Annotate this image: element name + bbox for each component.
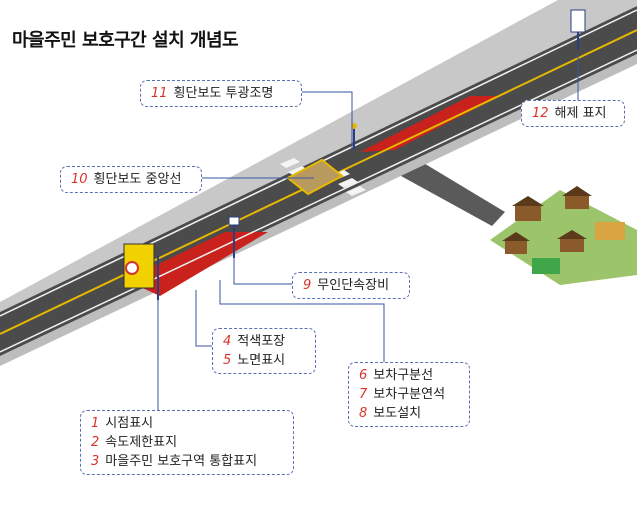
callout-start-signs: 1 시점표시 2 속도제한표지 3 마을주민 보호구역 통합표지 — [80, 410, 294, 475]
callout-label: 보도설치 — [373, 406, 422, 421]
callout-label: 횡단보도 투광조명 — [173, 86, 274, 101]
callout-label: 보차구분선 — [373, 368, 434, 383]
callout-sidewalk-separation: 6 보차구분선 7 보차구분연석 8 보도설치 — [348, 362, 470, 427]
callout-label: 노면표시 — [237, 353, 286, 368]
callout-number: 5 — [223, 353, 232, 368]
speed-camera — [228, 216, 240, 226]
callout-number: 12 — [532, 106, 549, 121]
callout-number: 1 — [91, 416, 100, 431]
callout-number: 9 — [303, 278, 312, 293]
red-pavement-upper — [360, 96, 500, 152]
edge-line-bottom — [0, 49, 637, 353]
end-sign — [570, 9, 586, 33]
callout-end-sign: 12 해제 표지 — [521, 100, 625, 127]
callout-number: 6 — [359, 368, 368, 383]
callout-label: 해제 표지 — [554, 106, 607, 121]
callout-label: 속도제한표지 — [105, 435, 178, 450]
callout-label: 시점표시 — [105, 416, 154, 431]
village-houses — [502, 186, 625, 274]
diagram-title: 마을주민 보호구간 설치 개념도 — [12, 30, 239, 51]
crosswalk-center-hatch — [286, 158, 344, 196]
callout-label: 보차구분연석 — [373, 387, 446, 402]
leader-lines — [157, 54, 579, 414]
callout-number: 8 — [359, 406, 368, 421]
callout-number: 4 — [223, 334, 232, 349]
callout-label: 무인단속장비 — [317, 278, 390, 293]
callout-label: 적색포장 — [237, 334, 286, 349]
speed-limit-sign — [125, 261, 139, 275]
callout-floodlight: 11 횡단보도 투광조명 — [140, 80, 302, 107]
callout-number: 10 — [71, 172, 88, 187]
red-pavement-lower — [125, 232, 268, 296]
callout-number: 11 — [151, 86, 168, 101]
callout-speed-camera: 9 무인단속장비 — [292, 272, 410, 299]
callout-number: 2 — [91, 435, 100, 450]
callout-pavement-marking: 4 적색포장 5 노면표시 — [212, 328, 316, 374]
callout-number: 3 — [91, 454, 100, 469]
callout-crosswalk-centerline: 10 횡단보도 중앙선 — [60, 166, 202, 193]
sidewalk-top — [0, 0, 637, 312]
callout-number: 7 — [359, 387, 368, 402]
callout-label: 횡단보도 중앙선 — [93, 172, 182, 187]
callout-label: 마을주민 보호구역 통합표지 — [105, 454, 258, 469]
